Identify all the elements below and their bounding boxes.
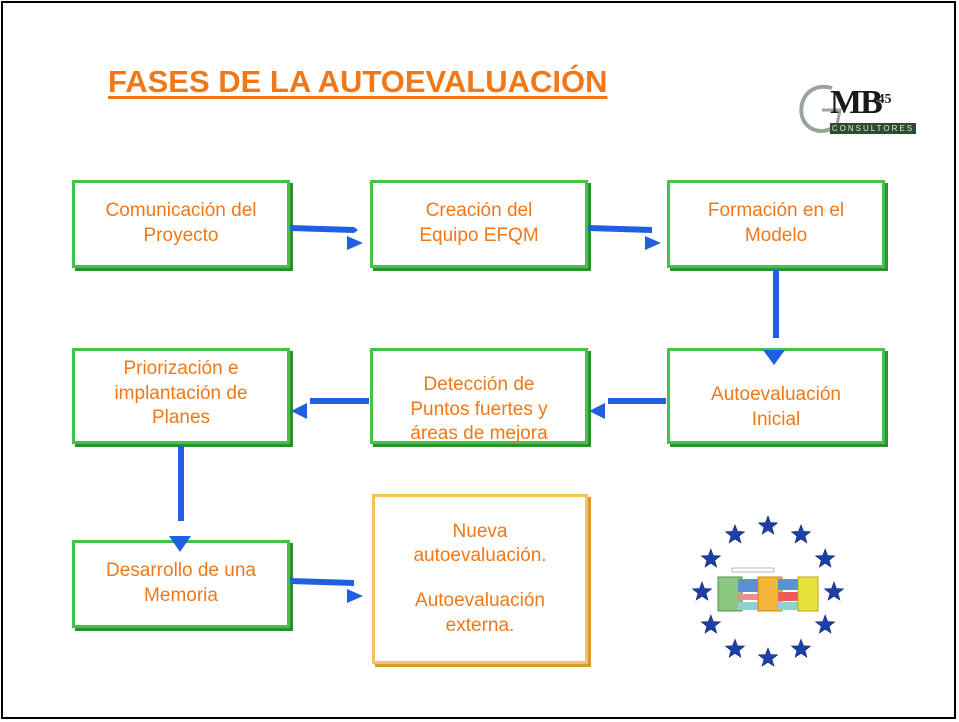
arrow-right-icon [290, 225, 363, 250]
step-line: Autoevaluación [711, 384, 841, 406]
step-nueva-autoevaluacion: Nueva autoevaluación. Autoevaluación ext… [372, 494, 588, 664]
star-icon [724, 523, 746, 544]
step-priorizacion: Priorización e implantación de Planes [72, 348, 290, 444]
step-line: Creación del [425, 200, 533, 222]
step-comunicacion: Comunicación del Proyecto [72, 180, 290, 268]
step-deteccion: Detección de Puntos fuertes y áreas de m… [370, 348, 588, 444]
star-icon [823, 581, 845, 601]
star-icon [790, 638, 812, 658]
star-icon [700, 614, 722, 634]
star-icon [790, 523, 812, 544]
logo-text: MB [830, 84, 883, 121]
star-icon [814, 614, 836, 634]
step-line: Puntos fuertes y [410, 398, 548, 420]
arrow-left-icon [291, 398, 369, 419]
arrow-right-icon [290, 578, 363, 603]
step-line: Autoevaluación [415, 590, 545, 611]
step-line: Inicial [751, 409, 801, 430]
slide-title: FASES DE LA AUTOEVALUACIÓN [108, 64, 608, 99]
star-icon [757, 647, 779, 667]
star-icon [691, 581, 713, 601]
star-icon [757, 515, 779, 535]
arrow-down-icon [763, 270, 785, 365]
step-line: Planes [151, 407, 211, 429]
arrow-left-icon [589, 398, 666, 419]
logo-subtitle: CONSULTORES [830, 123, 916, 134]
company-logo: MB .45 CONSULTORES [792, 80, 922, 142]
step-line: Modelo [744, 225, 808, 246]
step-line: externa. [445, 614, 515, 636]
step-formacion: Formación en el Modelo [667, 180, 885, 268]
step-line: Memoria [144, 585, 218, 606]
step-line: Nueva [452, 520, 508, 542]
step-line: Proyecto [143, 225, 219, 246]
step-line: Detección de [423, 373, 535, 395]
logo-suffix: .45 [874, 92, 892, 107]
step-line: Desarrollo de una [106, 560, 256, 582]
step-autoevaluacion-inicial: Autoevaluación Inicial [667, 348, 885, 444]
step-line: Formación en el [707, 200, 845, 222]
step-line: implantación de [114, 382, 248, 404]
star-icon [724, 638, 746, 658]
step-line: Comunicación del [105, 200, 257, 222]
star-icon [700, 548, 722, 568]
step-line: Equipo EFQM [419, 225, 539, 246]
step-line: áreas de mejora [410, 423, 548, 445]
arrow-down-icon [169, 446, 191, 552]
step-line: autoevaluación. [413, 545, 547, 567]
star-icon [814, 548, 836, 568]
arrow-right-icon [588, 225, 661, 250]
step-line: Priorización e [123, 357, 239, 379]
efqm-emblem [691, 515, 845, 667]
step-creacion-equipo: Creación del Equipo EFQM [370, 180, 588, 268]
